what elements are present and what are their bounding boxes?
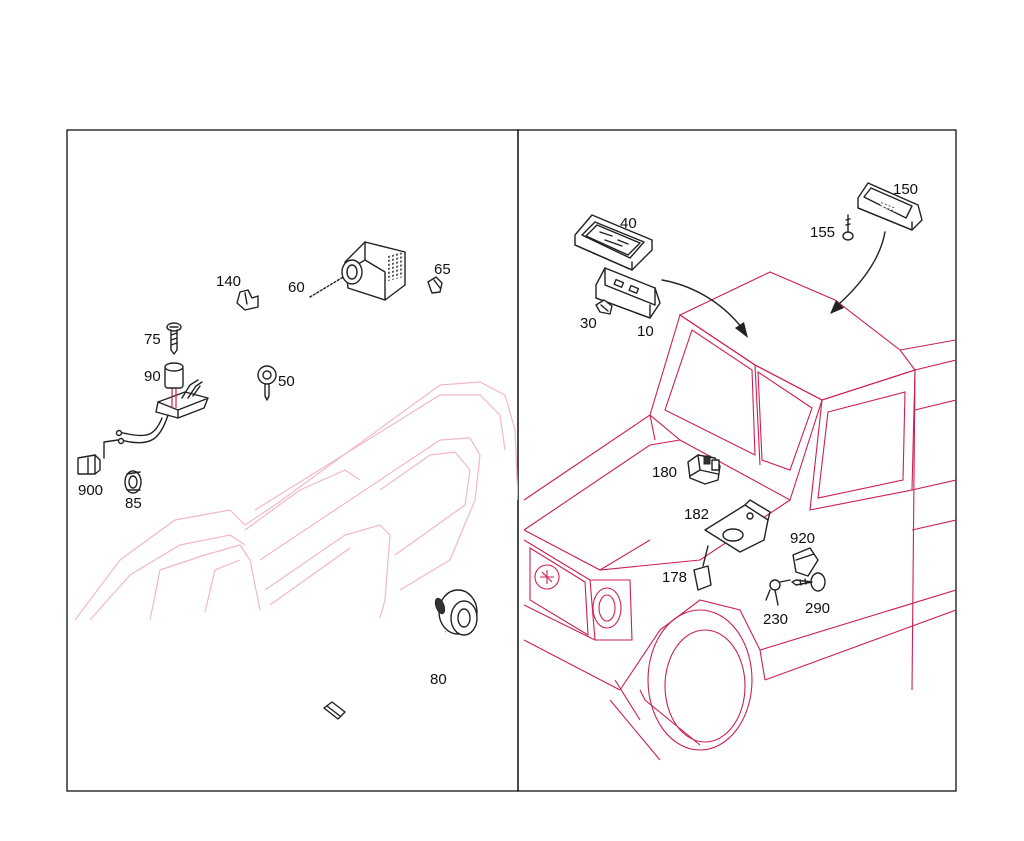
screw-290 bbox=[791, 572, 826, 592]
switch-180 bbox=[687, 454, 721, 485]
arrow-to-roof bbox=[830, 231, 886, 314]
nut-920 bbox=[792, 547, 819, 577]
label-80: 80 bbox=[430, 671, 447, 688]
right-panel-frame bbox=[517, 129, 957, 792]
lamp-holder-50 bbox=[257, 365, 277, 401]
label-40: 40 bbox=[620, 215, 637, 232]
label-90: 90 bbox=[144, 368, 161, 385]
connector-900 bbox=[77, 454, 101, 475]
lens-40 bbox=[574, 214, 653, 271]
label-290: 290 bbox=[805, 600, 830, 617]
label-178: 178 bbox=[662, 569, 687, 586]
label-10: 10 bbox=[637, 323, 654, 340]
label-230: 230 bbox=[763, 611, 788, 628]
bracket-182 bbox=[704, 499, 771, 553]
label-85: 85 bbox=[125, 495, 142, 512]
label-150: 150 bbox=[893, 181, 918, 198]
dashboard-ghost-outline bbox=[74, 381, 518, 621]
sleeve-90 bbox=[164, 362, 184, 389]
label-60: 60 bbox=[288, 279, 305, 296]
screw-155 bbox=[842, 214, 854, 241]
label-50: 50 bbox=[278, 373, 295, 390]
grommet-85 bbox=[124, 470, 142, 494]
label-155: 155 bbox=[810, 224, 835, 241]
label-900: 900 bbox=[78, 482, 103, 499]
lamp-housing-10 bbox=[595, 267, 661, 319]
bulb-30 bbox=[595, 299, 613, 315]
clamp-230 bbox=[765, 579, 791, 606]
left-panel: 140 60 65 75 90 50 900 85 80 bbox=[74, 241, 518, 728]
clip-140 bbox=[236, 289, 259, 311]
arrow-to-windshield bbox=[661, 279, 748, 338]
label-182: 182 bbox=[684, 506, 709, 523]
label-920: 920 bbox=[790, 530, 815, 547]
label-140: 140 bbox=[216, 273, 241, 290]
bulb-65 bbox=[427, 276, 443, 294]
label-180: 180 bbox=[652, 464, 677, 481]
screw-75 bbox=[166, 322, 182, 355]
label-30: 30 bbox=[580, 315, 597, 332]
left-panel-frame bbox=[66, 129, 519, 792]
label-75: 75 bbox=[144, 331, 161, 348]
lens-150 bbox=[857, 182, 923, 231]
label-65: 65 bbox=[434, 261, 451, 278]
plate-178 bbox=[693, 545, 712, 591]
right-panel: 40 150 155 30 10 180 182 920 178 230 290 bbox=[523, 181, 956, 761]
sensor-80 bbox=[323, 589, 478, 728]
cable-assembly-60 bbox=[103, 241, 406, 459]
